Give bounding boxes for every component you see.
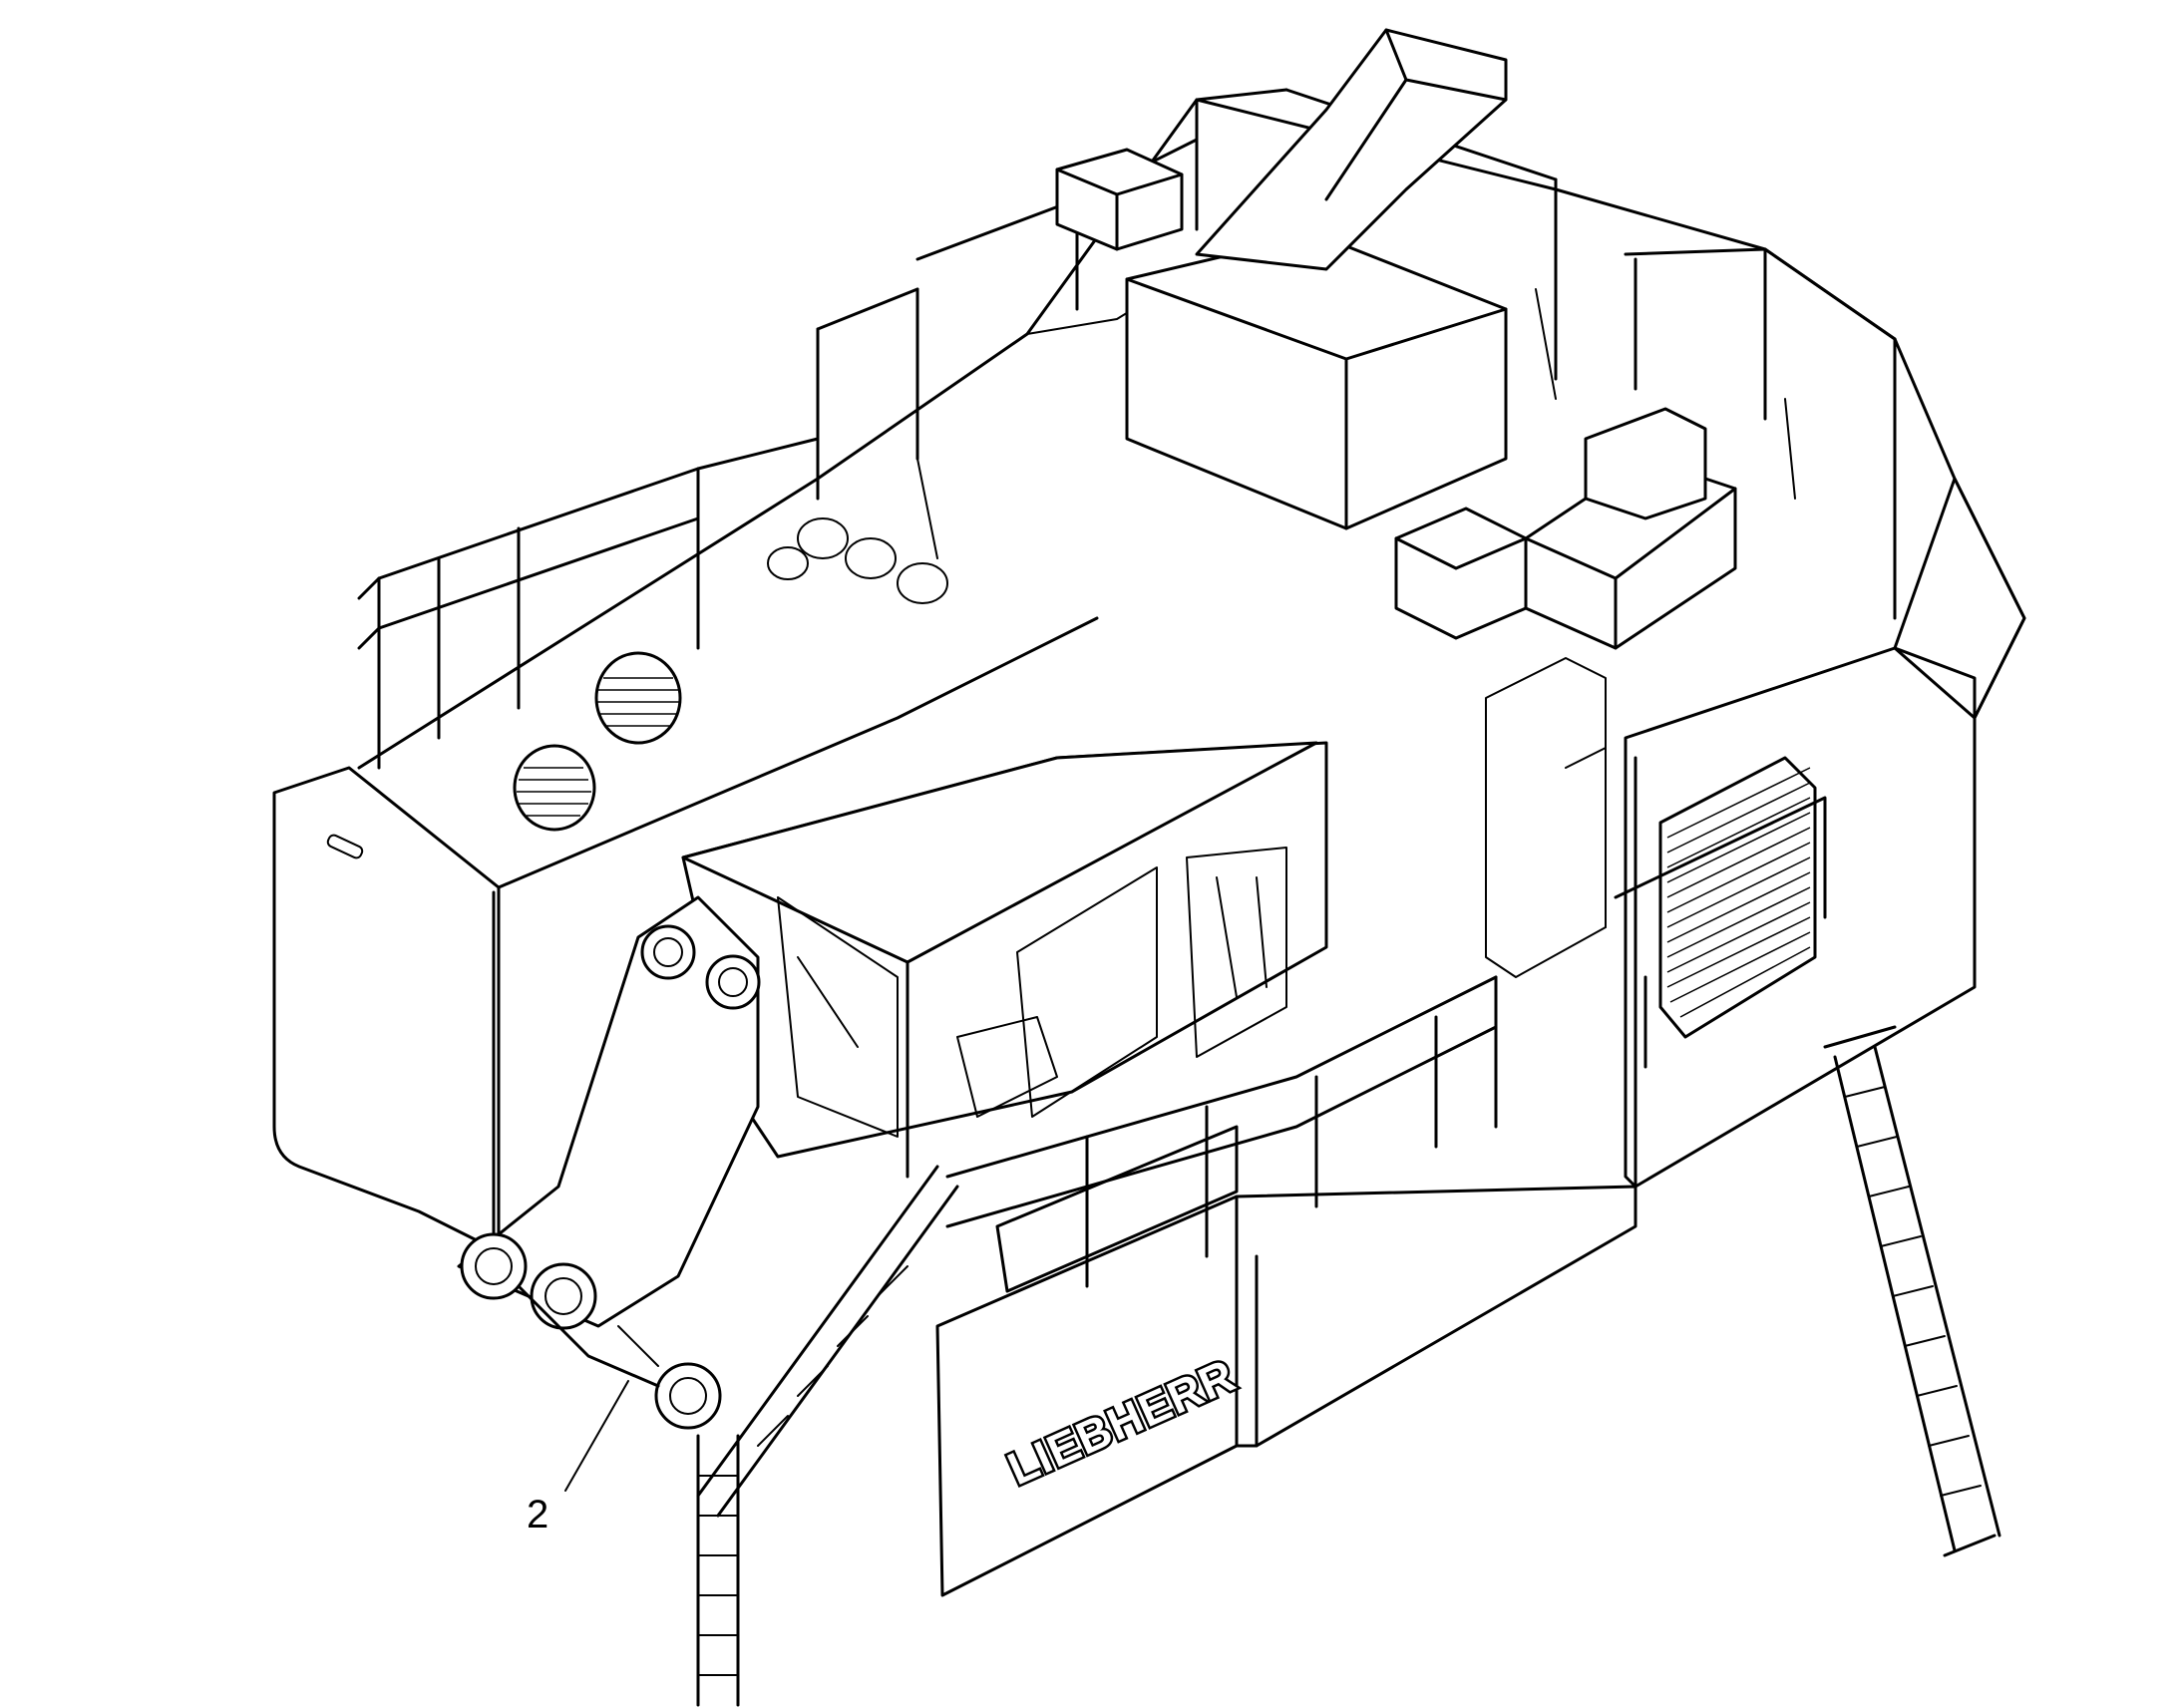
callout-leader-line [564, 1380, 629, 1492]
front-railings [945, 796, 1827, 1288]
callout-2: 2 [527, 1380, 629, 1537]
lower-body [935, 1125, 1637, 1597]
counterweight-block [272, 766, 501, 1253]
callout-label: 2 [527, 1493, 548, 1537]
right-access-ladder [1823, 1025, 2001, 1557]
housing-boxes [1055, 28, 1737, 650]
right-side-body [1485, 477, 2026, 1189]
operator-cab [681, 741, 1328, 1179]
cooling-fans [513, 517, 948, 832]
boom-mounts [457, 895, 761, 1430]
front-stairway [696, 1165, 959, 1707]
